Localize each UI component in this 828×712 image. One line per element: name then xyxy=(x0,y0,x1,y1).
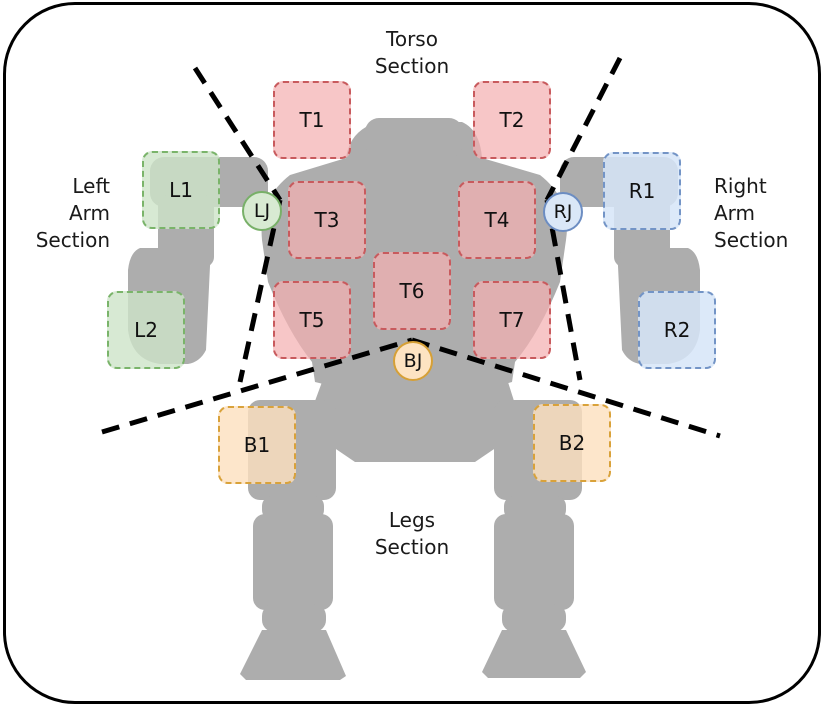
slot-r2[interactable]: R2 xyxy=(638,291,716,369)
slot-r1[interactable]: R1 xyxy=(603,152,681,230)
right-arm-section-label-line1: Right xyxy=(714,174,767,198)
robot-right-shin xyxy=(494,514,574,610)
torso-section-label-line2: Section xyxy=(374,54,450,78)
legs-section-label-line2: Section xyxy=(374,535,450,559)
slot-t6[interactable]: T6 xyxy=(373,252,451,330)
section-dividers xyxy=(101,56,721,439)
robot-right-ankle xyxy=(502,604,566,632)
right-arm-section-label-line2: Arm xyxy=(714,201,756,225)
joint-rj[interactable]: RJ xyxy=(543,192,583,232)
right-arm-section-label: Right Arm Section xyxy=(714,173,804,254)
diagram-frame xyxy=(3,2,821,704)
slot-t3[interactable]: T3 xyxy=(288,181,366,259)
robot-left-foot xyxy=(240,630,346,680)
divider-legs-left xyxy=(101,337,413,435)
slot-t2[interactable]: T2 xyxy=(473,81,551,159)
joint-lj[interactable]: LJ xyxy=(242,191,282,231)
left-arm-section-label-line3: Section xyxy=(35,228,110,252)
slot-t4[interactable]: T4 xyxy=(458,181,536,259)
legs-section-label: Legs Section xyxy=(360,507,464,561)
slot-t1[interactable]: T1 xyxy=(273,81,351,159)
robot-pelvis xyxy=(308,382,520,462)
slot-t5[interactable]: T5 xyxy=(273,281,351,359)
slot-b1[interactable]: B1 xyxy=(218,406,296,484)
right-arm-section-label-line3: Section xyxy=(714,228,789,252)
slot-t7[interactable]: T7 xyxy=(473,281,551,359)
robot-right-foot xyxy=(482,630,586,678)
slot-b2[interactable]: B2 xyxy=(533,404,611,482)
divider-torso-left-upper xyxy=(192,66,283,202)
divider-torso-right-upper xyxy=(544,56,623,202)
torso-section-label: Torso Section xyxy=(360,26,464,80)
robot-left-shin xyxy=(253,514,333,610)
legs-section-label-line1: Legs xyxy=(388,508,436,532)
left-arm-section-label: Left Arm Section xyxy=(20,173,110,254)
slot-l2[interactable]: L2 xyxy=(107,291,185,369)
joint-bj[interactable]: BJ xyxy=(393,341,433,381)
divider-torso-right-lower xyxy=(544,199,583,381)
divider-torso-left-lower xyxy=(237,199,283,383)
left-arm-section-label-line2: Arm xyxy=(68,201,110,225)
robot-neck xyxy=(365,118,463,158)
slot-l1[interactable]: L1 xyxy=(142,151,220,229)
divider-legs-right xyxy=(411,337,721,439)
torso-section-label-line1: Torso xyxy=(386,27,438,51)
robot-left-ankle xyxy=(262,604,326,632)
left-arm-section-label-line1: Left xyxy=(72,174,110,198)
